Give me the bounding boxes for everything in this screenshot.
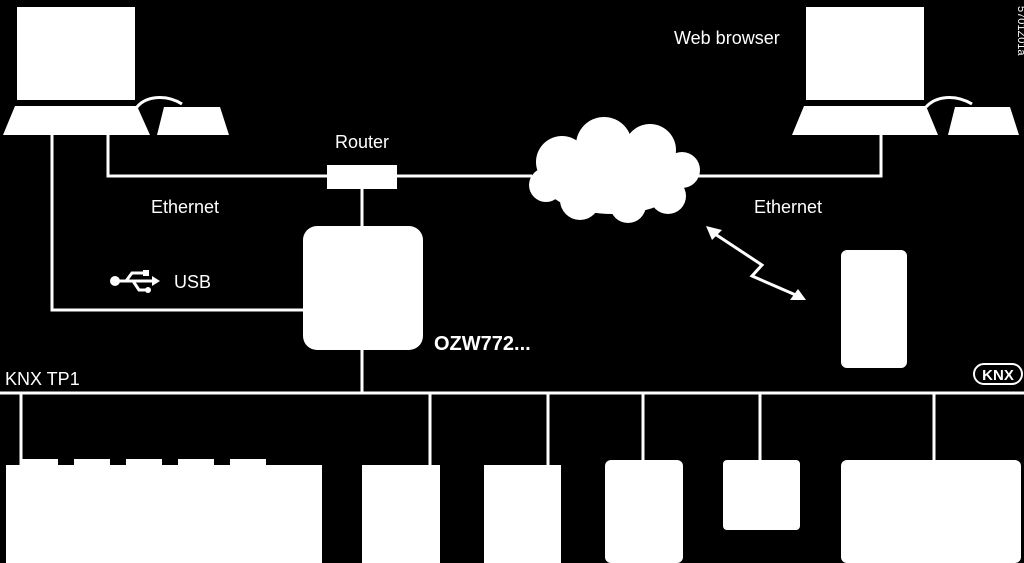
wireless-link-icon: [706, 226, 806, 300]
knx-logo-text: KNX: [982, 367, 1014, 384]
ozw772-device: [303, 226, 423, 350]
left-pc-mouse: [157, 107, 229, 135]
right-pc: [792, 7, 1019, 135]
left-mouse-cable: [135, 96, 183, 109]
usb-label: USB: [174, 272, 211, 292]
right-pc-monitor: [806, 7, 924, 100]
right-pc-base: [792, 106, 938, 135]
knx-device-4: [723, 460, 800, 530]
bus-drops: [19, 393, 936, 465]
figure-code: 5701Z01a: [1015, 6, 1024, 56]
router-label: Router: [335, 132, 389, 152]
ethernet-right-line: [695, 135, 883, 178]
bus-label: KNX TP1: [5, 369, 80, 389]
knx-device-3: [605, 460, 683, 563]
router-box: [327, 165, 397, 189]
usb-line: [50, 135, 303, 312]
knx-device-5: [841, 460, 1021, 563]
left-pc-monitor: [17, 7, 135, 100]
knx-module-2: [484, 465, 561, 563]
web-browser-label: Web browser: [674, 28, 780, 48]
usb-icon: [110, 270, 160, 293]
knx-module-1: [362, 465, 440, 563]
internet-cloud-icon: [529, 117, 700, 223]
left-pc-base: [3, 106, 150, 135]
ethernet-right-label: Ethernet: [754, 197, 822, 217]
mobile-device: [841, 250, 907, 368]
right-pc-mouse: [948, 107, 1019, 135]
ethernet-left-label: Ethernet: [151, 197, 219, 217]
left-pc: [3, 7, 229, 135]
knx-rail-controller: [6, 459, 322, 563]
right-mouse-cable: [924, 96, 973, 109]
ethernet-left-line: [106, 135, 327, 178]
knx-logo: KNX: [973, 363, 1023, 385]
device-label: OZW772...: [434, 333, 531, 355]
